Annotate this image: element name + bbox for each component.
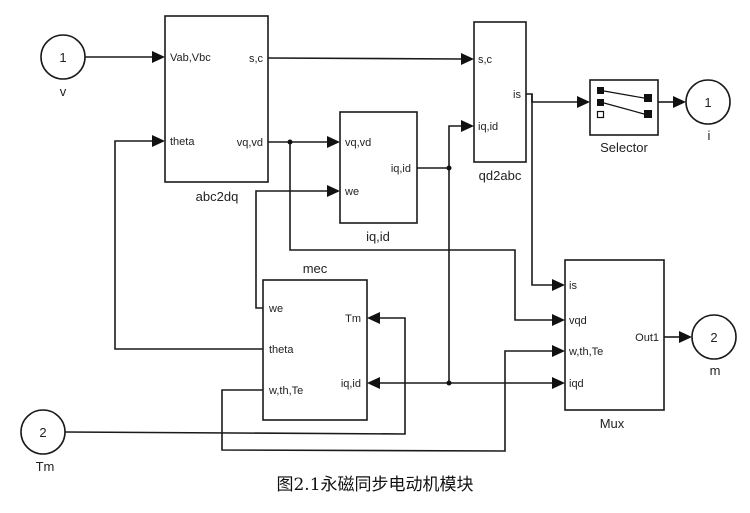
block-abc2dq-label: abc2dq xyxy=(196,189,239,204)
wire-we-to-iqid[interactable] xyxy=(255,190,327,309)
port-iqd: iqd xyxy=(569,378,584,390)
wire-iqid-to-qd2abc[interactable] xyxy=(417,125,461,169)
arrowhead xyxy=(673,96,686,108)
port-vqd: vqd xyxy=(569,315,587,327)
junction-dot xyxy=(446,380,452,386)
port-wthte-mux: w,th,Te xyxy=(568,346,603,358)
port-sc: s,c xyxy=(249,53,264,65)
arrowhead xyxy=(552,279,565,291)
selector-input-icon xyxy=(596,110,605,119)
block-iqid[interactable]: vq,vd we iq,id iq,id xyxy=(339,111,418,244)
wire-vqvd-to-mux[interactable] xyxy=(289,142,552,321)
arrowhead xyxy=(152,51,165,63)
port-wthte: w,th,Te xyxy=(268,385,303,397)
arrowhead xyxy=(577,96,590,108)
port-iqid-in: iq,id xyxy=(478,121,498,133)
outport-1[interactable]: 1 i xyxy=(685,79,731,143)
block-selector[interactable]: Selector xyxy=(589,79,659,155)
port-vqvd: vq,vd xyxy=(237,137,263,149)
port-iqid-out: iq,id xyxy=(391,163,411,175)
port-we-in: we xyxy=(344,186,359,198)
outport-2-number: 2 xyxy=(710,330,717,345)
port-theta-out: theta xyxy=(269,344,294,356)
block-qd2abc[interactable]: s,c iq,id is qd2abc xyxy=(473,21,527,183)
port-iqid-in-mec: iq,id xyxy=(341,378,361,390)
arrowhead xyxy=(367,312,380,324)
arrowhead xyxy=(552,345,565,357)
port-is: is xyxy=(569,280,577,292)
arrowhead xyxy=(327,136,340,148)
outport-1-label: i xyxy=(708,128,711,143)
selector-input-icon xyxy=(597,87,604,94)
port-tm-in: Tm xyxy=(345,313,361,325)
inport-1-label: v xyxy=(60,84,67,99)
inport-2-label: Tm xyxy=(36,459,55,474)
inport-1-number: 1 xyxy=(59,50,66,65)
arrowhead xyxy=(679,331,692,343)
arrowhead xyxy=(367,377,380,389)
wire-is-to-selector[interactable] xyxy=(526,93,577,103)
wire-is-to-mux[interactable] xyxy=(531,94,552,286)
block-qd2abc-label: qd2abc xyxy=(479,168,522,183)
arrowhead xyxy=(552,314,565,326)
inport-1[interactable]: 1 v xyxy=(40,34,86,99)
block-mux[interactable]: is vqd w,th,Te iqd Out1 Mux xyxy=(564,259,665,431)
arrowhead xyxy=(152,135,165,147)
arrowhead xyxy=(327,185,340,197)
outport-2[interactable]: 2 m xyxy=(691,314,737,378)
arrowhead xyxy=(552,377,565,389)
arrowhead xyxy=(461,53,474,65)
inport-2-number: 2 xyxy=(39,425,46,440)
selector-route-line xyxy=(603,90,645,99)
selector-output-icon xyxy=(644,110,652,118)
port-vabvbc: Vab,Vbc xyxy=(170,52,211,64)
junction-dot xyxy=(446,165,452,171)
port-we: we xyxy=(268,303,283,315)
wire-tm-to-mec[interactable] xyxy=(64,317,406,435)
selector-input-icon xyxy=(597,99,604,106)
port-sc-in: s,c xyxy=(478,54,493,66)
inport-2[interactable]: 2 Tm xyxy=(20,409,66,474)
wire-wthte-to-mux[interactable] xyxy=(221,350,552,452)
port-theta: theta xyxy=(170,136,195,148)
port-out1: Out1 xyxy=(635,332,659,344)
junction-dot xyxy=(287,139,293,145)
selector-output-icon xyxy=(644,94,652,102)
outport-1-number: 1 xyxy=(704,95,711,110)
selector-route-line xyxy=(603,102,645,115)
block-abc2dq[interactable]: Vab,Vbc theta s,c vq,vd abc2dq xyxy=(164,15,269,204)
block-iqid-label: iq,id xyxy=(366,229,390,244)
block-mec-label: mec xyxy=(303,261,328,276)
figure-caption: 图2.1永磁同步电动机模块 xyxy=(276,475,473,495)
wire-theta-feedback[interactable] xyxy=(114,140,263,350)
block-selector-label: Selector xyxy=(600,140,648,155)
arrowhead xyxy=(461,120,474,132)
block-mux-label: Mux xyxy=(600,416,625,431)
wire-sc-to-qd2abc[interactable] xyxy=(267,57,462,60)
block-mec[interactable]: we theta w,th,Te Tm iq,id mec xyxy=(262,261,368,421)
port-is-out: is xyxy=(513,89,521,101)
outport-2-label: m xyxy=(710,363,721,378)
port-vqvd-in: vq,vd xyxy=(345,137,371,149)
